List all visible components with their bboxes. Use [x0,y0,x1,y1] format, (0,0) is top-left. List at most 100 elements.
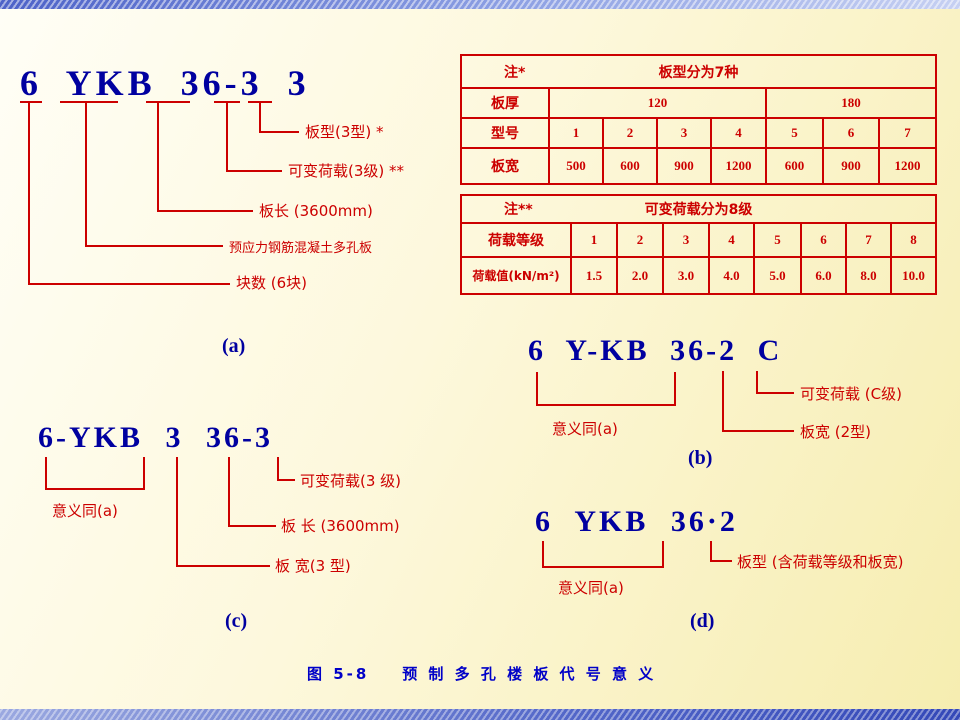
row-label-width: 板宽 [460,147,550,185]
annotation-board-width: 板宽 (2型) [800,423,872,441]
cell-load-value: 1.5 [570,256,618,295]
leader-line-h [85,245,223,247]
note-label: 注* [504,64,526,81]
cell-grade: 8 [890,222,937,258]
leader-line-h [226,170,282,172]
section-tag-a: (a) [222,335,246,357]
cell-grade: 2 [616,222,664,258]
figure-caption: 图 5-8 预 制 多 孔 楼 板 代 号 意 义 [307,665,657,683]
top-decoration-bar [0,0,960,9]
leader-line-v [277,457,279,481]
bracket-line [45,457,47,490]
bottom-decoration-bar [0,709,960,720]
leader-line-h [259,131,299,133]
table-header-cell: 注** 可变荷载分为8级 [460,194,937,224]
cell-width: 500 [548,147,604,185]
bracket-line [542,541,544,568]
table-title: 板型分为7种 [658,64,739,81]
annotation-same-as-a: 意义同(a) [52,502,118,520]
cell-grade: 1 [570,222,618,258]
annotation-block-count: 块数 (6块) [236,274,308,292]
annotation-variable-load: 可变荷载(3级) ** [288,162,405,180]
bracket-line [45,488,145,490]
cell-width: 600 [602,147,658,185]
cell-model: 1 [548,117,604,149]
annotation-variable-load: 可变荷载 (C级) [800,385,902,403]
leader-line-v [259,101,261,133]
code-b: 6 Y-KB 36-2 C [528,334,783,367]
cell-load-value: 6.0 [800,256,847,295]
cell-load-value: 2.0 [616,256,664,295]
bracket-line [536,372,538,406]
leader-line-v [157,101,159,212]
leader-line-h [28,283,230,285]
cell-model: 6 [822,117,880,149]
code-d: 6 YKB 36·2 [535,505,738,538]
table-title: 可变荷载分为8级 [644,202,753,218]
row-label-model: 型号 [460,117,550,149]
leader-line-h [756,392,794,394]
cell-load-value: 10.0 [890,256,937,295]
load-grade-table: 注** 可变荷载分为8级 荷载等级 1 2 3 4 5 6 7 8 荷载值(kN… [460,194,937,295]
cell-model: 5 [765,117,824,149]
cell-width: 900 [656,147,712,185]
code-a: 6 YKB 36-3 3 [20,63,310,103]
section-tag-d: (d) [690,610,715,632]
cell-model: 3 [656,117,712,149]
row-label-grade: 荷载等级 [460,222,572,258]
cell-width: 900 [822,147,880,185]
leader-line-v [710,541,712,562]
bracket-line [662,541,664,568]
bracket-line [536,404,676,406]
leader-line-v [756,371,758,394]
leader-line-h [176,565,270,567]
annotation-board-width: 板 宽(3 型) [275,557,351,575]
cell-model: 4 [710,117,767,149]
cell-grade: 6 [800,222,847,258]
cell-grade: 7 [845,222,892,258]
leader-line-h [277,479,295,481]
cell-load-value: 3.0 [662,256,710,295]
board-type-table: 注* 板型分为7种 板厚 120 180 型号 1 2 3 4 5 6 7 板宽 [460,54,937,185]
leader-line-v [85,101,87,247]
leader-line-v [28,101,30,285]
bracket-line [143,457,145,490]
annotation-material: 预应力钢筋混凝土多孔板 [229,241,373,256]
leader-line-h [228,525,276,527]
annotation-board-type: 板型 (含荷载等级和板宽) [737,553,904,571]
code-c: 6-YKB 3 36-3 [38,421,273,454]
cell-width: 1200 [710,147,767,185]
cell-thickness-180: 180 [765,87,937,119]
section-tag-b: (b) [688,447,713,469]
leader-line-v [226,101,228,172]
leader-line-h [157,210,253,212]
cell-grade: 3 [662,222,710,258]
cell-model: 2 [602,117,658,149]
table-header-cell: 注* 板型分为7种 [460,54,937,89]
leader-line-h [722,430,794,432]
row-label-thickness: 板厚 [460,87,550,119]
note-label: 注** [504,202,533,218]
cell-grade: 5 [753,222,802,258]
cell-load-value: 4.0 [708,256,755,295]
annotation-variable-load: 可变荷载(3 级) [300,472,402,490]
leader-line-v [176,457,178,567]
underline-tick [146,101,190,103]
cell-model: 7 [878,117,937,149]
underline-tick [20,101,42,103]
underline-tick [60,101,118,103]
leader-line-v [722,371,724,432]
leader-line-h [710,560,732,562]
cell-grade: 4 [708,222,755,258]
annotation-same-as-a: 意义同(a) [558,579,624,597]
bracket-line [542,566,664,568]
annotation-board-length: 板长 (3600mm) [259,202,373,220]
cell-thickness-120: 120 [548,87,767,119]
section-tag-c: (c) [225,610,248,632]
cell-width: 600 [765,147,824,185]
cell-load-value: 5.0 [753,256,802,295]
row-label-load-value: 荷载值(kN/m²) [460,256,572,295]
leader-line-v [228,457,230,527]
bracket-line [674,372,676,406]
